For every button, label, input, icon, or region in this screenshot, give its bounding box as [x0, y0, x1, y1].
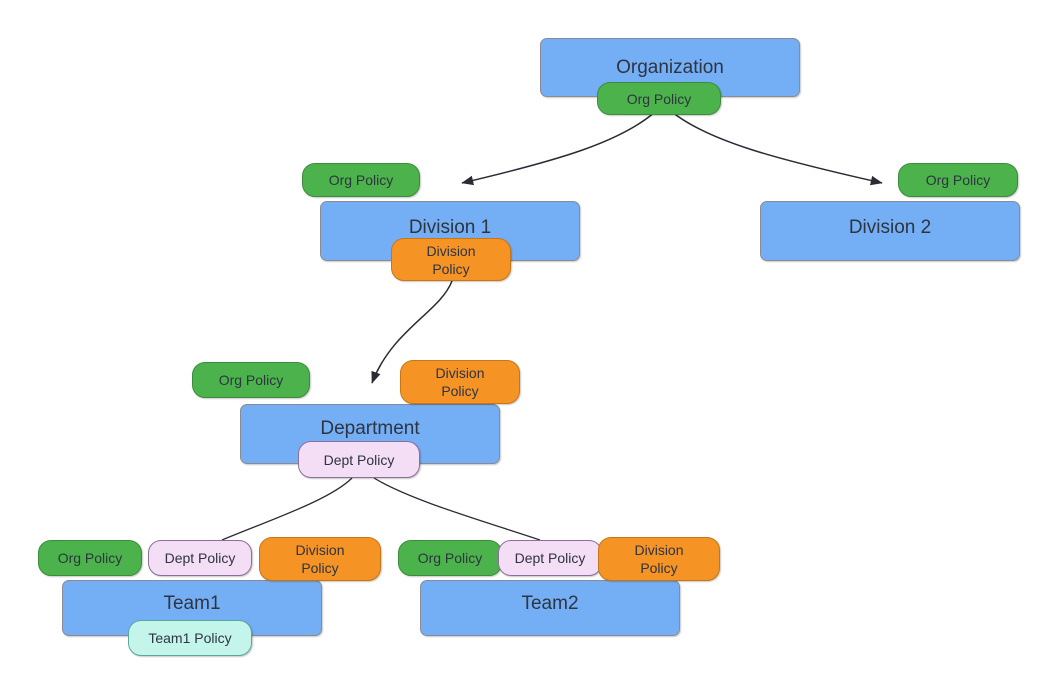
policy-pill-team2-dept-policy[interactable]: Dept Policy [498, 540, 602, 576]
node-team1-label: Team1 [163, 593, 221, 614]
policy-pill-label-line1: Division [634, 542, 684, 558]
policy-pill-division1-division-policy[interactable]: Division Policy [391, 238, 511, 281]
policy-pill-label-line1: Division [435, 365, 485, 381]
node-team2-label: Team2 [521, 593, 579, 614]
policy-pill-division1-org-policy[interactable]: Org Policy [302, 163, 420, 197]
policy-pill-team1-org-policy[interactable]: Org Policy [38, 540, 142, 576]
policy-pill-team2-division-policy[interactable]: Division Policy [598, 537, 720, 581]
edge-org-to-division1 [461, 111, 656, 186]
edge-org-to-division2 [671, 111, 883, 186]
policy-pill-label: Org Policy [328, 172, 394, 188]
policy-pill-label: Org Policy [925, 172, 991, 188]
policy-pill-label: Dept Policy [514, 550, 586, 566]
policy-pill-label: Org Policy [626, 90, 692, 107]
policy-pill-team1-dept-policy[interactable]: Dept Policy [148, 540, 252, 576]
policy-pill-label: Org Policy [57, 550, 123, 566]
policy-pill-department-dept-policy[interactable]: Dept Policy [298, 441, 420, 478]
policy-pill-label: Dept Policy [164, 550, 236, 566]
policy-pill-label-line2: Policy [432, 260, 470, 277]
policy-pill-division2-org-policy[interactable]: Org Policy [898, 163, 1018, 197]
node-division1-label: Division 1 [408, 217, 492, 238]
edge-department-to-team2 [373, 477, 541, 541]
policy-pill-label-line2: Policy [301, 560, 339, 576]
policy-pill-department-division-policy[interactable]: Division Policy [400, 360, 520, 404]
policy-pill-team2-org-policy[interactable]: Org Policy [398, 540, 502, 576]
node-organization-label: Organization [616, 57, 724, 78]
edge-department-to-team1 [221, 477, 353, 541]
node-department-label: Department [320, 418, 420, 439]
policy-pill-label: Org Policy [218, 372, 284, 388]
policy-pill-team1-team1-policy[interactable]: Team1 Policy [128, 620, 252, 656]
policy-pill-label-line2: Policy [640, 560, 678, 576]
policy-pill-label-line1: Division [426, 242, 476, 259]
policy-pill-label-line2: Policy [441, 383, 479, 399]
policy-pill-label: Dept Policy [323, 451, 395, 468]
policy-pill-label-line1: Division [295, 542, 345, 558]
policy-pill-team1-division-policy[interactable]: Division Policy [259, 537, 381, 581]
policy-pill-label: Org Policy [417, 550, 483, 566]
node-team2[interactable]: Team2 [420, 580, 680, 636]
policy-pill-label: Team1 Policy [148, 630, 232, 646]
policy-pill-organization-org-policy[interactable]: Org Policy [597, 82, 721, 115]
policy-pill-department-org-policy[interactable]: Org Policy [192, 362, 310, 398]
node-division2-label: Division 2 [848, 217, 932, 238]
node-division2[interactable]: Division 2 [760, 201, 1020, 261]
